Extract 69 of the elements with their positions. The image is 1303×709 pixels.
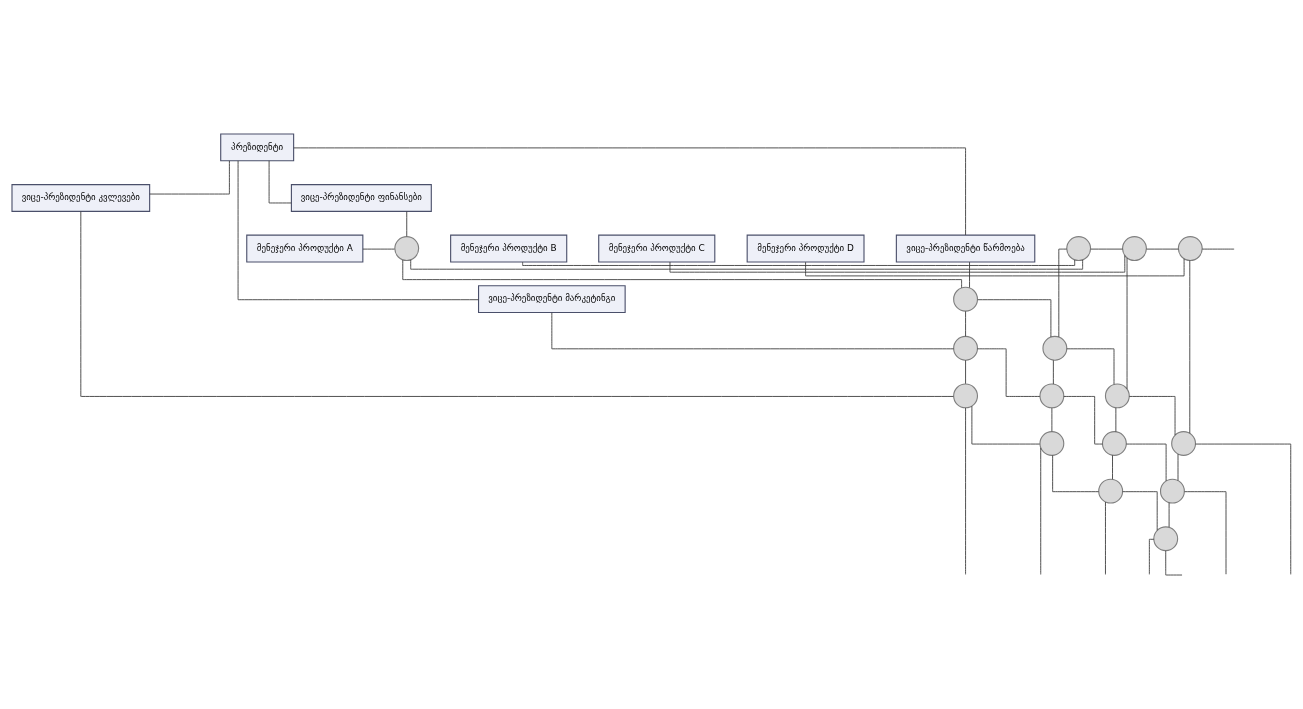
connector (1146, 248, 1179, 250)
node-circle (1171, 431, 1197, 456)
node-box: პრეზიდენტი (220, 133, 295, 162)
connector (1066, 348, 1115, 385)
connector (1126, 257, 1128, 390)
connector (969, 261, 970, 289)
node-circle (953, 286, 979, 312)
connector (1115, 407, 1117, 433)
node-circle (1039, 383, 1065, 409)
node-circle (953, 383, 979, 409)
connector (965, 359, 966, 385)
connector (1105, 501, 1106, 575)
node-box: მენეჯერი პროდუქტი A (246, 234, 364, 263)
connector (551, 312, 955, 350)
node-box: მენეჯერი პროდუქტი D (746, 234, 865, 263)
connector (1128, 396, 1176, 436)
connector (1165, 550, 1183, 576)
connector (1058, 248, 1068, 338)
connector (971, 405, 1041, 445)
node-circle (1177, 236, 1203, 262)
connector (1040, 447, 1042, 575)
node-circle (1104, 383, 1130, 409)
connector (669, 255, 1126, 273)
node-circle (1153, 526, 1179, 552)
connector (1168, 502, 1170, 528)
connector (1201, 248, 1235, 250)
connector (149, 160, 230, 195)
connector (1063, 396, 1103, 445)
connector (1052, 359, 1054, 385)
node-circle (1098, 478, 1124, 504)
node-circle (953, 335, 979, 361)
connector (1052, 455, 1100, 493)
node-circle (1066, 236, 1092, 262)
connector (293, 147, 966, 236)
connector (406, 211, 408, 237)
node-box: ვიცე-პრეზიდენტი წარმოება (895, 234, 1036, 263)
connector (1184, 491, 1227, 575)
node-circle (1042, 335, 1068, 361)
connector (402, 259, 963, 289)
connector (522, 259, 1076, 266)
connector (1148, 538, 1155, 575)
connector (1195, 443, 1292, 575)
node-box: ვიცე-პრეზიდენტი კვლევები (11, 184, 151, 212)
connector (965, 310, 966, 337)
node-circle (1159, 478, 1185, 504)
connector (805, 258, 1185, 277)
connector (1090, 248, 1124, 250)
node-circle (394, 236, 420, 262)
connector (1112, 454, 1113, 480)
connector (80, 211, 954, 397)
node-box: მენეჯერი პროდუქტი B (450, 234, 568, 263)
connector (410, 259, 1084, 270)
connector (1051, 407, 1053, 432)
connector (268, 160, 292, 204)
connector (977, 348, 1041, 397)
node-circle (1101, 431, 1127, 456)
connector (1125, 443, 1167, 482)
connector (362, 248, 395, 250)
node-box: ვიცე-პრეზიდენტი ფინანსები (290, 184, 432, 212)
node-circle (1039, 431, 1065, 456)
node-box: მენეჯერი პროდუქტი C (598, 234, 716, 263)
node-box: ვიცე-პრეზიდენტი მარკეტინგი (478, 285, 626, 314)
connector (237, 160, 479, 301)
node-circle (1122, 236, 1147, 262)
connector (965, 407, 966, 575)
connector (1177, 453, 1179, 482)
connector (977, 299, 1052, 338)
connector (1189, 260, 1191, 434)
connector (1122, 491, 1158, 531)
